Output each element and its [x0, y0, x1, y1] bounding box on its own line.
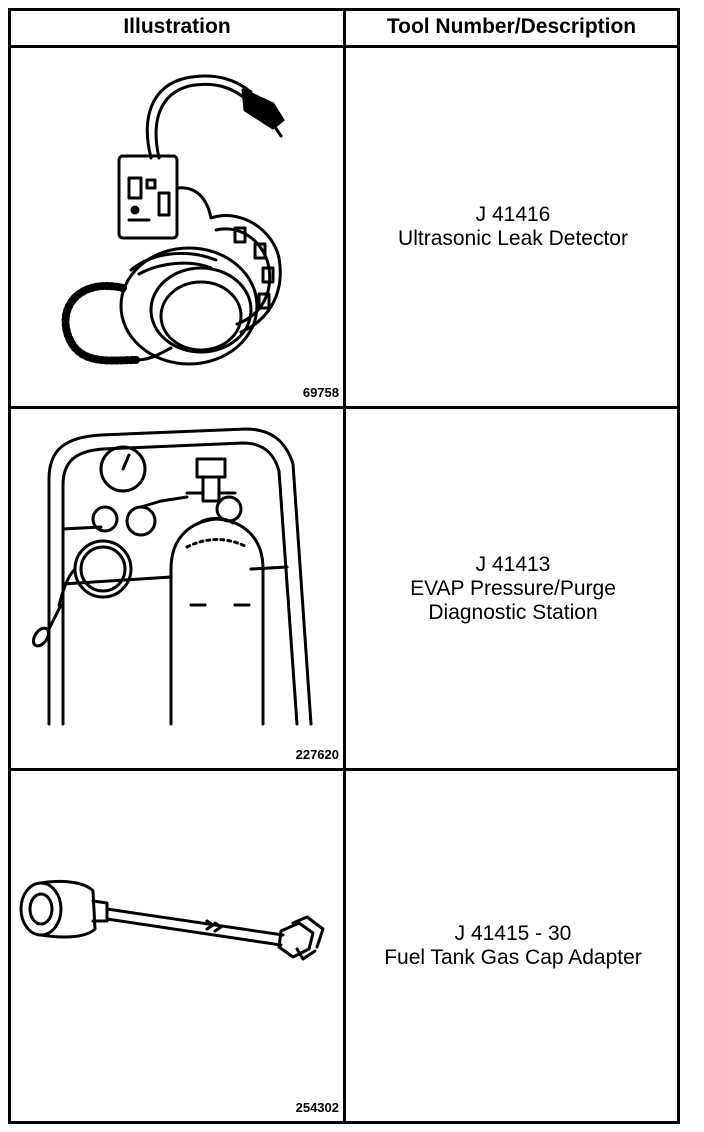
tool-number: J 41415 - 30	[454, 922, 572, 945]
tool-description-row-3: J 41415 - 30 Fuel Tank Gas Cap Adapter	[346, 771, 680, 1121]
gas-cap-adapter-icon	[19, 879, 325, 961]
tool-description-line: Fuel Tank Gas Cap Adapter	[384, 946, 642, 969]
tool-description-row-1: J 41416 Ultrasonic Leak Detector	[346, 48, 680, 406]
tool-number: J 41416	[475, 203, 551, 226]
table-border-left	[8, 8, 11, 1124]
header-tool-description: Tool Number/Description	[386, 15, 637, 38]
figure-number: 254302	[295, 1100, 339, 1115]
header-divider	[8, 45, 680, 48]
column-divider	[343, 8, 346, 1124]
illustration-cell-row-2: 227620	[11, 409, 343, 768]
headphones-leak-detector-icon	[61, 74, 285, 366]
tool-table: Illustration Tool Number/Description	[8, 8, 680, 1124]
illustration-cell-row-3: 254302	[11, 771, 343, 1121]
figure-number: 69758	[302, 385, 339, 400]
tool-description-line: Diagnostic Station	[428, 600, 598, 624]
tool-description-line: Ultrasonic Leak Detector	[398, 227, 628, 250]
row-divider-1	[8, 406, 680, 409]
header-illustration: Illustration	[123, 15, 231, 38]
pressure-purge-station-icon	[31, 427, 313, 726]
figure-number: 227620	[295, 747, 339, 762]
tool-description-row-2: J 41413 EVAP Pressure/Purge Diagnostic S…	[346, 409, 680, 768]
tool-description-line: EVAP Pressure/Purge	[410, 576, 616, 600]
table-border-right	[677, 8, 680, 1124]
row-divider-2	[8, 768, 680, 771]
illustration-cell-row-1: 69758	[11, 48, 343, 406]
tool-number: J 41413	[475, 552, 551, 576]
